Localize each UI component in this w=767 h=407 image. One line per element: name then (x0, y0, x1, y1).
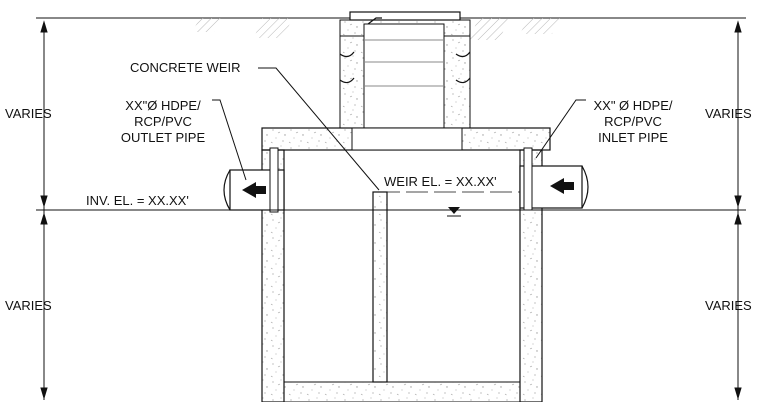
water-surface-symbol (448, 207, 460, 214)
right-dimension (730, 17, 746, 400)
top-slab (261, 127, 551, 151)
soil-hatch-right (470, 18, 560, 40)
riser-neck (339, 11, 471, 131)
label-outlet-pipe-line-1: XX"Ø HDPE/ (125, 98, 201, 113)
left-dimension (36, 17, 52, 400)
label-outlet-pipe-line-3: OUTLET PIPE (120, 130, 206, 145)
soil-hatch-left (192, 18, 292, 38)
label-inlet-pipe: XX" Ø HDPE/ RCP/PVC INLET PIPE (578, 98, 688, 146)
label-weir-elevation: WEIR EL. = XX.XX' (384, 174, 497, 189)
concrete-weir-wall (372, 191, 388, 383)
label-varies-lower-right: VARIES (705, 298, 752, 313)
label-inlet-pipe-line-1: XX" Ø HDPE/ (593, 98, 673, 113)
base-slab (283, 381, 521, 403)
inlet-pipe-leader (535, 99, 586, 159)
label-outlet-pipe: XX"Ø HDPE/ RCP/PVC OUTLET PIPE (108, 98, 218, 146)
label-inlet-pipe-line-3: INLET PIPE (598, 130, 668, 145)
label-varies-upper-left: VARIES (5, 106, 52, 121)
inlet-pipe (519, 147, 589, 211)
label-outlet-pipe-line-2: RCP/PVC (134, 114, 192, 129)
label-varies-lower-left: VARIES (5, 298, 52, 313)
label-invert-elevation: INV. EL. = XX.XX' (86, 193, 189, 208)
outlet-pipe-leader (212, 99, 247, 181)
label-inlet-pipe-line-2: RCP/PVC (604, 114, 662, 129)
label-concrete-weir: CONCRETE WEIR (130, 60, 241, 75)
outlet-pipe (223, 147, 285, 213)
concrete-weir-leader (258, 67, 380, 191)
label-varies-upper-right: VARIES (705, 106, 752, 121)
